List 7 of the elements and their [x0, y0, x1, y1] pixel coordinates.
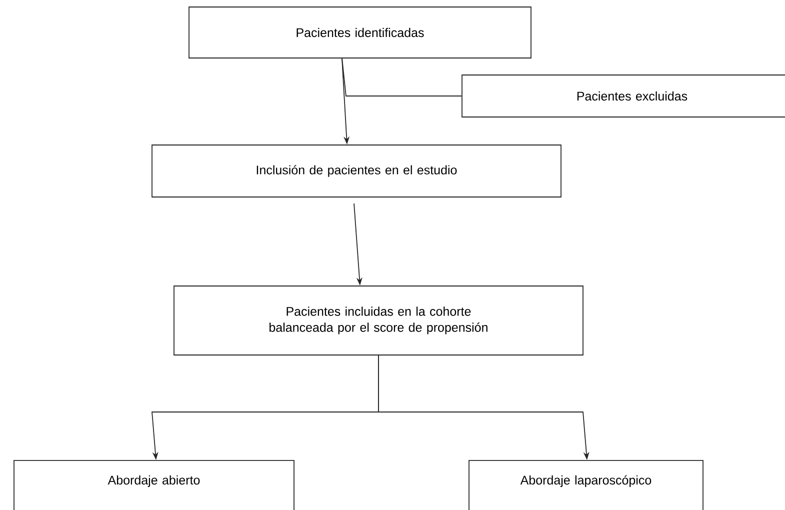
process-box: Pacientes identificadas — [188, 6, 532, 58]
process-box: Inclusión de pacientes en el estudio — [152, 144, 562, 198]
process-box: Pacientes excluidas — [462, 74, 785, 118]
process-box: Abordaje laparoscópico — [468, 460, 704, 510]
process-box: Pacientes incluidas en la cohorte balanceada por el score de propensión — [174, 286, 584, 356]
process-box: Abordaje abierto — [14, 460, 294, 510]
connector-line — [342, 58, 462, 96]
